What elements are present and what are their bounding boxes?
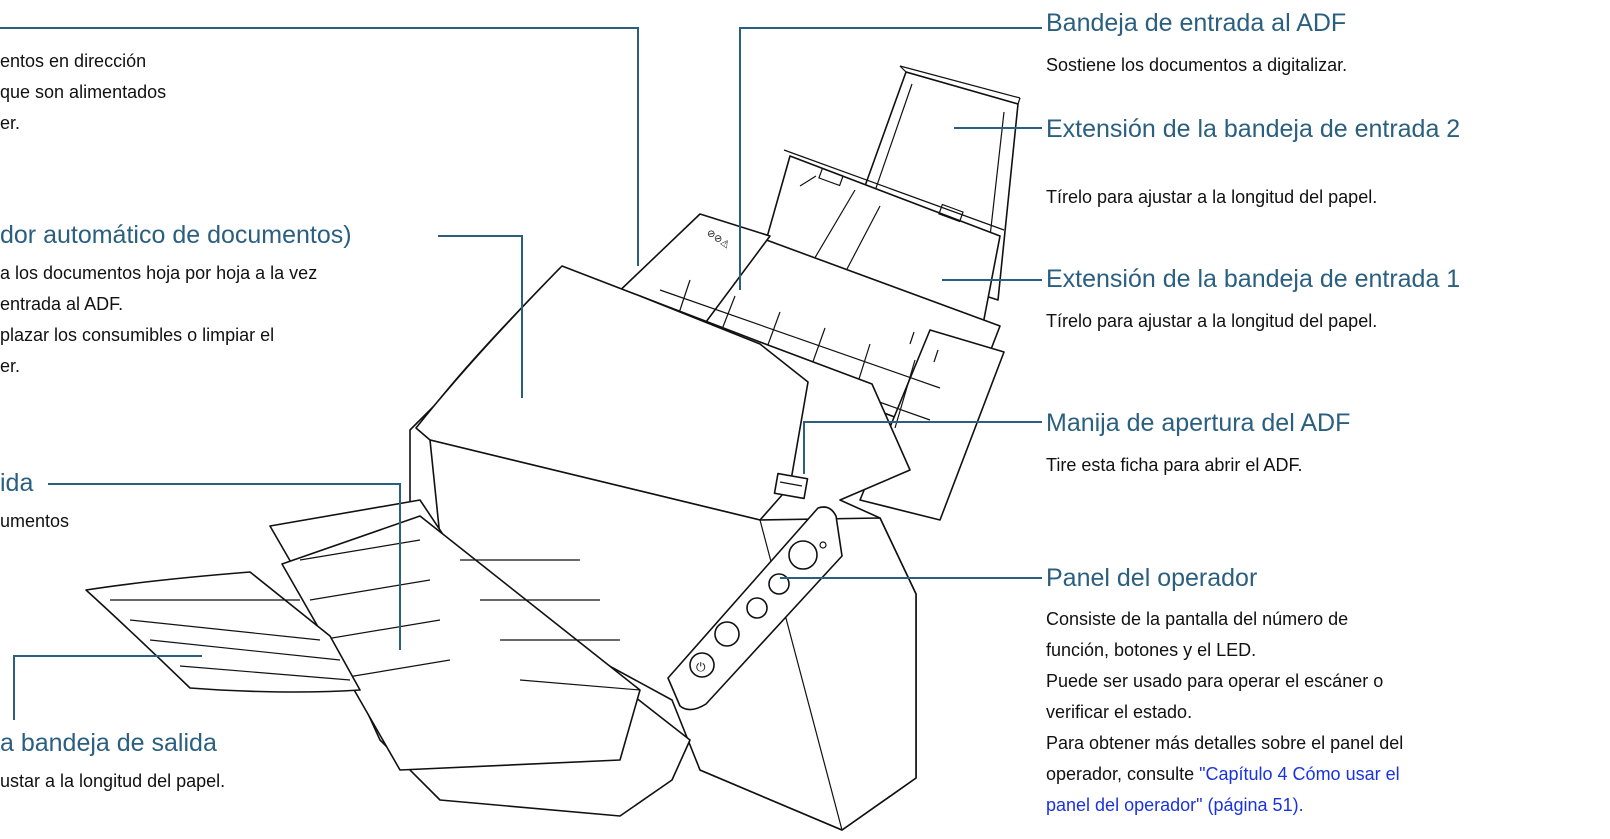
callout-desc-line: plazar los consumibles o limpiar el: [0, 325, 275, 345]
callout-desc-line: Sostiene los documentos a digitalizar.: [1046, 55, 1348, 75]
callout-desc-line: ustar a la longitud del papel.: [0, 771, 226, 791]
callout-desc-line: umentos: [0, 511, 70, 531]
leader-lines-right: [739, 27, 1042, 579]
callout-desc-line: Tire esta ficha para abrir el ADF.: [1046, 455, 1303, 475]
operator-panel-drawing: ⏻: [667, 506, 843, 711]
callout-title: Extensión de la bandeja de entrada 2: [1046, 115, 1461, 143]
output-tray-drawing: [269, 499, 691, 817]
callout-desc-line: Tírelo para ajustar a la longitud del pa…: [1046, 311, 1378, 331]
callout-title: Manija de apertura del ADF: [1046, 409, 1351, 437]
svg-text:⏻: ⏻: [696, 660, 706, 674]
callout-desc-text: operador, consulte: [1046, 764, 1200, 784]
output-tray-extension-drawing: [85, 571, 361, 693]
callout-title: Bandeja de entrada al ADF: [1046, 9, 1347, 37]
callout-desc-line: a los documentos hoja por hoja a la vez: [0, 263, 318, 283]
callout-title: ida: [0, 469, 34, 497]
callout-desc-line: entos en dirección: [0, 51, 147, 71]
callout-desc-line: Puede ser usado para operar el escáner o: [1046, 671, 1384, 691]
callout-desc-line: er.: [0, 113, 21, 133]
callout-desc-line: operador, consulte "Capítulo 4 Cómo usar…: [1046, 759, 1400, 790]
callout-desc-line: Tírelo para ajustar a la longitud del pa…: [1046, 187, 1378, 207]
callout-title: Extensión de la bandeja de entrada 1: [1046, 265, 1461, 293]
callout-desc-line: verificar el estado.: [1046, 702, 1193, 722]
callout-desc-line: er.: [0, 356, 21, 376]
callout-desc-line: función, botones y el LED.: [1046, 640, 1257, 660]
callout-desc-line: entrada al ADF.: [0, 294, 124, 314]
chapter-4-link-continued[interactable]: panel del operador" (página 51).: [1046, 795, 1304, 815]
leader-lines-left: [0, 27, 639, 720]
callout-title: Panel del operador: [1046, 564, 1258, 592]
callout-desc-line: que son alimentados: [0, 82, 167, 102]
callout-title: a bandeja de salida: [0, 729, 217, 757]
callout-title: dor automático de documentos): [0, 221, 352, 249]
chapter-4-link[interactable]: "Capítulo 4 Cómo usar el: [1199, 764, 1400, 784]
callout-desc-line: Consiste de la pantalla del número de: [1046, 609, 1349, 629]
callout-desc-line: Para obtener más detalles sobre el panel…: [1046, 733, 1404, 753]
